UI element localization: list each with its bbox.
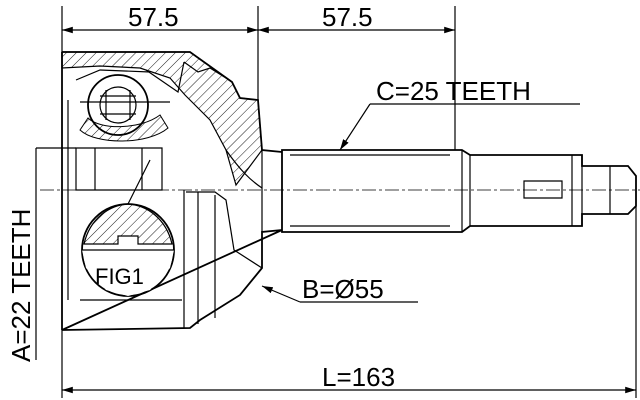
fig1-label: FIG1: [95, 264, 144, 289]
length-label: L=163: [322, 362, 395, 392]
dim-left-57-5: 57.5: [128, 2, 179, 32]
dim-right-57-5: 57.5: [322, 2, 373, 32]
cv-housing: [61, 51, 283, 331]
diameter-b-callout: B=Ø55: [261, 274, 418, 304]
spline-c-callout: C=25 TEETH: [339, 76, 580, 151]
fig1-detail: FIG1: [81, 159, 175, 297]
overall-length-dimension: L=163: [61, 206, 637, 398]
spline-a-callout: A=22 TEETH: [6, 147, 76, 362]
spline-c-label: C=25 TEETH: [376, 76, 531, 106]
diameter-b-label: B=Ø55: [302, 274, 384, 304]
ball-cage-detail: [75, 61, 185, 142]
spline-a-label: A=22 TEETH: [6, 209, 36, 362]
top-dimensions: 57.5 57.5: [61, 2, 456, 150]
output-shaft: [281, 149, 637, 233]
